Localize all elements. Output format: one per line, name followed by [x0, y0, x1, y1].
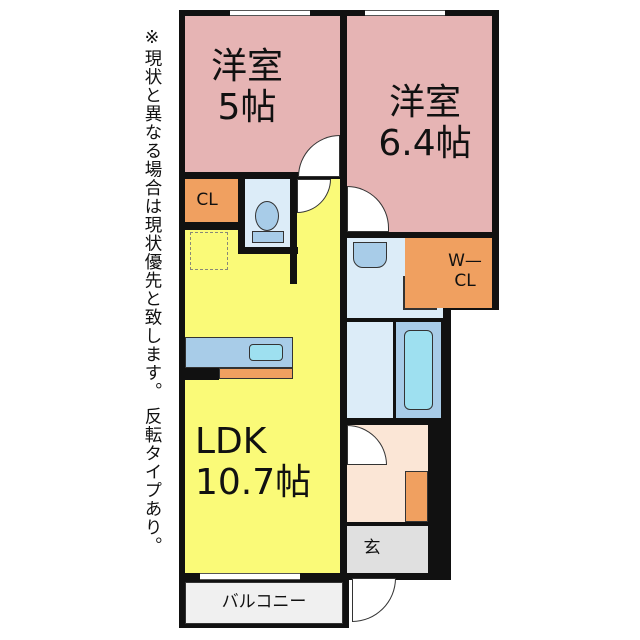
wall — [290, 179, 297, 284]
balcony: バルコニー — [185, 582, 343, 624]
entrance-door[interactable] — [352, 578, 396, 622]
room-size: 5帖 — [217, 87, 277, 129]
room-size: 10.7帖 — [195, 462, 312, 504]
wall — [238, 179, 245, 247]
bathtub-icon — [404, 330, 433, 410]
bathtub — [396, 322, 441, 418]
wall — [238, 247, 298, 254]
toilet-tank-icon — [252, 231, 284, 243]
entrance-label: 玄 — [363, 538, 381, 558]
closet: CL — [185, 179, 238, 222]
closet-label: W— — [448, 251, 482, 271]
genkan: 玄 — [347, 526, 428, 573]
room-size: 6.4帖 — [378, 123, 472, 165]
toilet-room — [245, 179, 290, 247]
room-name: 洋室 — [210, 46, 283, 87]
kitchen-counter — [185, 337, 293, 368]
balcony-label: バルコニー — [221, 592, 307, 612]
shoe-cabinet — [405, 471, 428, 522]
kitchen-shelf — [219, 368, 293, 379]
walk-in-closet: W— CL — [405, 238, 492, 308]
room-name: LDK — [195, 421, 267, 462]
wash-basin-icon — [353, 242, 387, 268]
storage-hatch — [190, 232, 228, 270]
window — [230, 10, 310, 16]
toilet-icon — [255, 201, 279, 231]
disclaimer-note: ※現状と異なる場合は現状優先と致します。 反転タイプあり。 — [142, 28, 162, 556]
window — [365, 10, 445, 16]
bathroom-floor — [347, 322, 393, 418]
sink-icon — [249, 344, 283, 361]
closet-label: CL — [454, 270, 476, 291]
wall — [185, 368, 219, 380]
room-name: 洋室 — [388, 82, 461, 123]
window — [200, 573, 300, 580]
closet-label: CL — [196, 190, 218, 210]
wall — [185, 222, 245, 230]
